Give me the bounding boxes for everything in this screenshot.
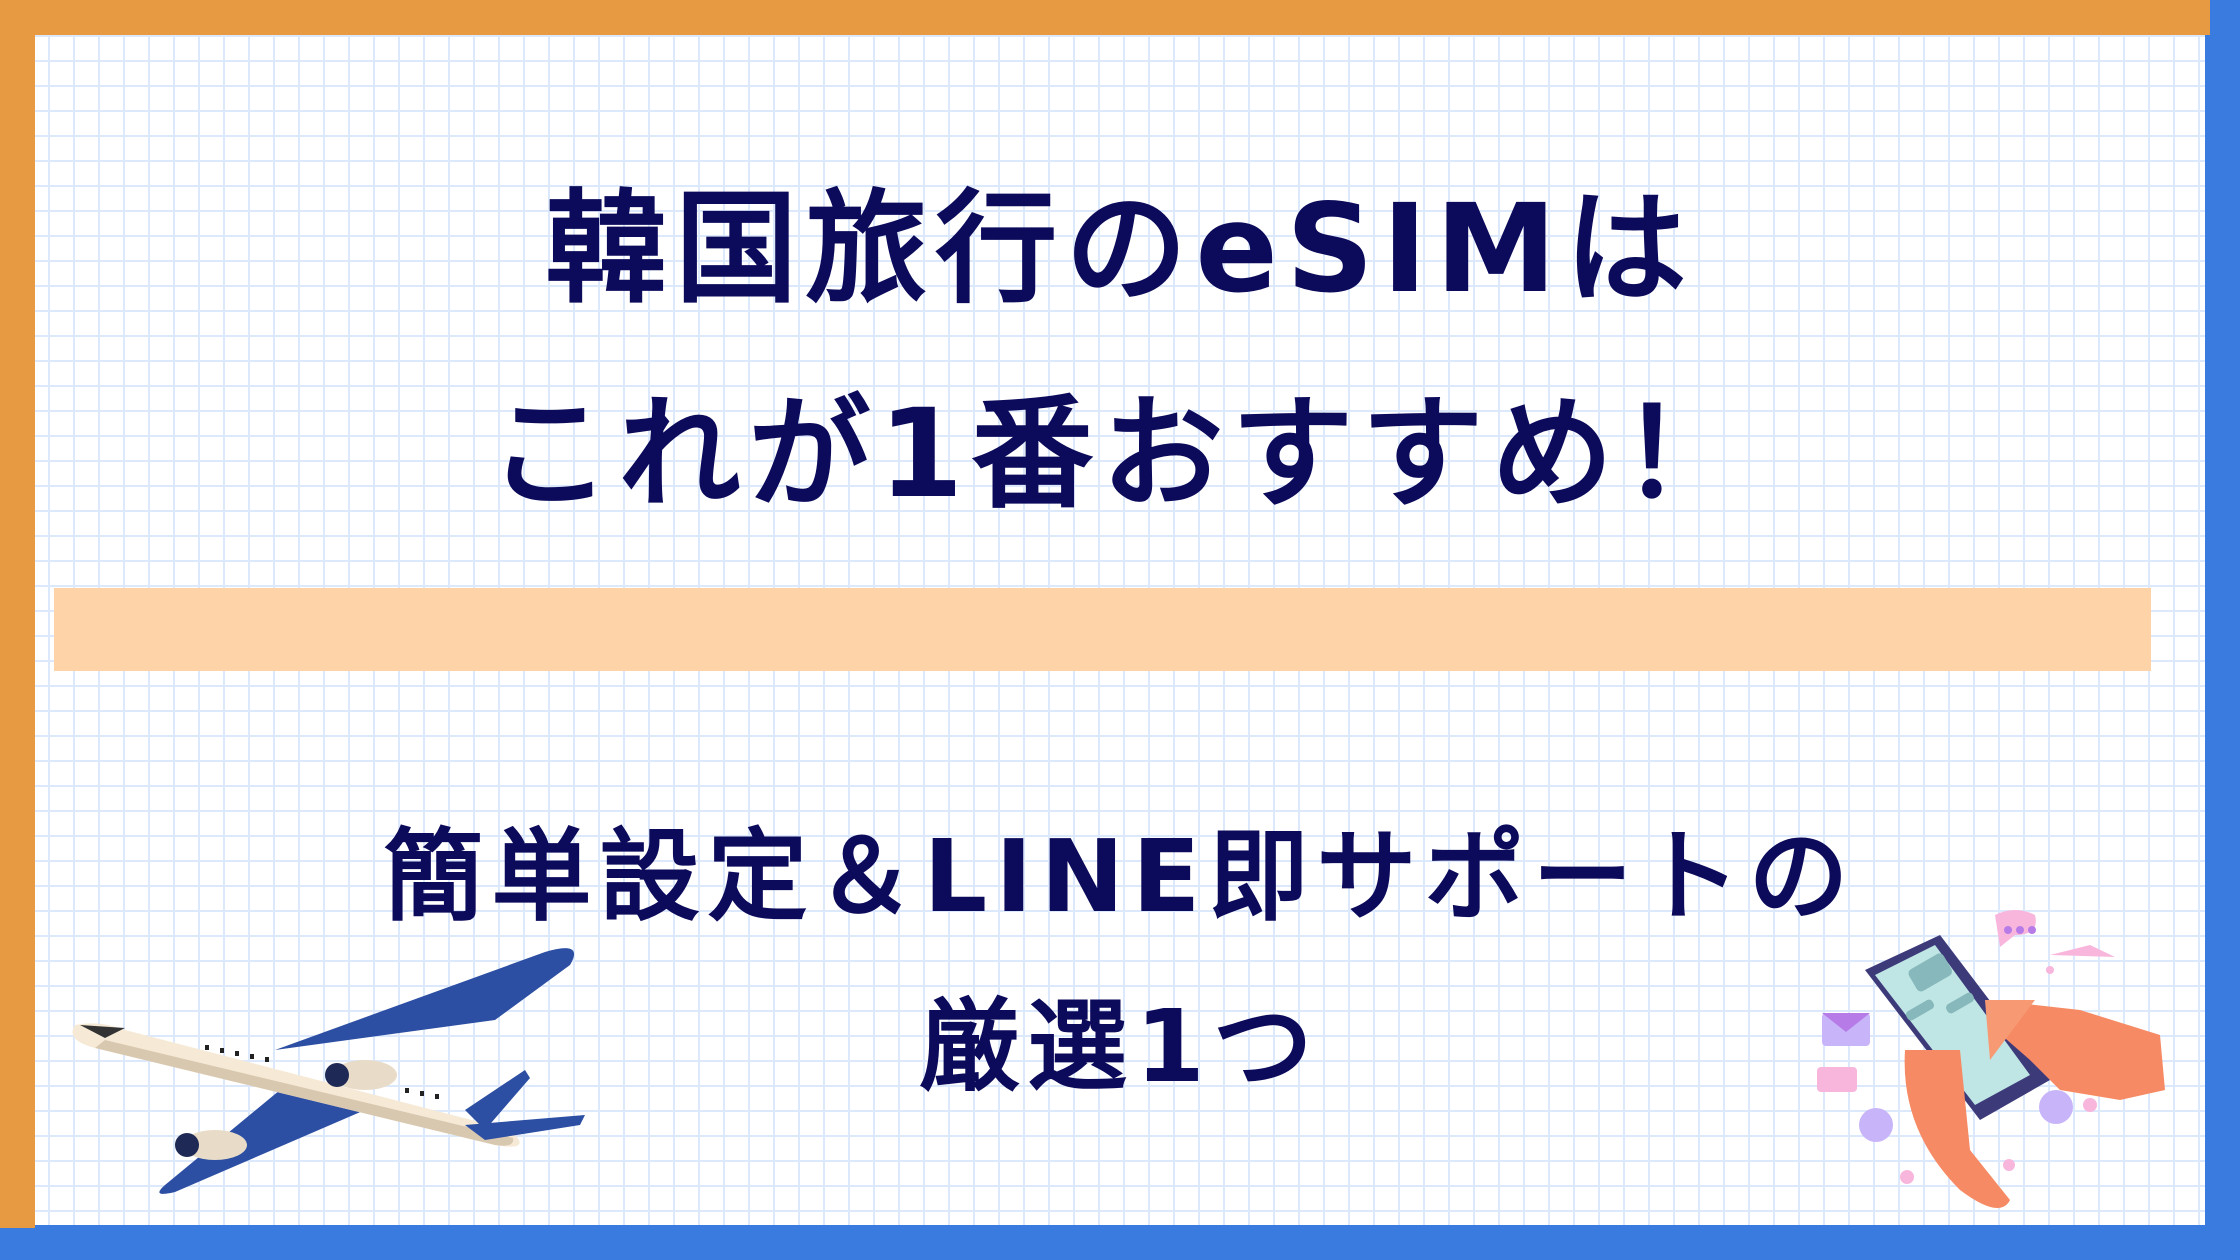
top-border bbox=[0, 0, 2210, 35]
left-border bbox=[0, 0, 35, 1228]
subheadline-line1: 簡単設定＆LINE即サポートの bbox=[383, 818, 1857, 935]
headline-line2: これが1番おすすめ！ bbox=[488, 383, 1752, 525]
subheadline-line2: 厳選1つ bbox=[919, 988, 1321, 1105]
airplane-icon bbox=[72, 948, 585, 1194]
divider-band bbox=[54, 588, 2151, 671]
hands-smartphone-icon bbox=[1817, 910, 2165, 1208]
headline-line1: 韓国旅行のeSIMは bbox=[545, 178, 1695, 320]
